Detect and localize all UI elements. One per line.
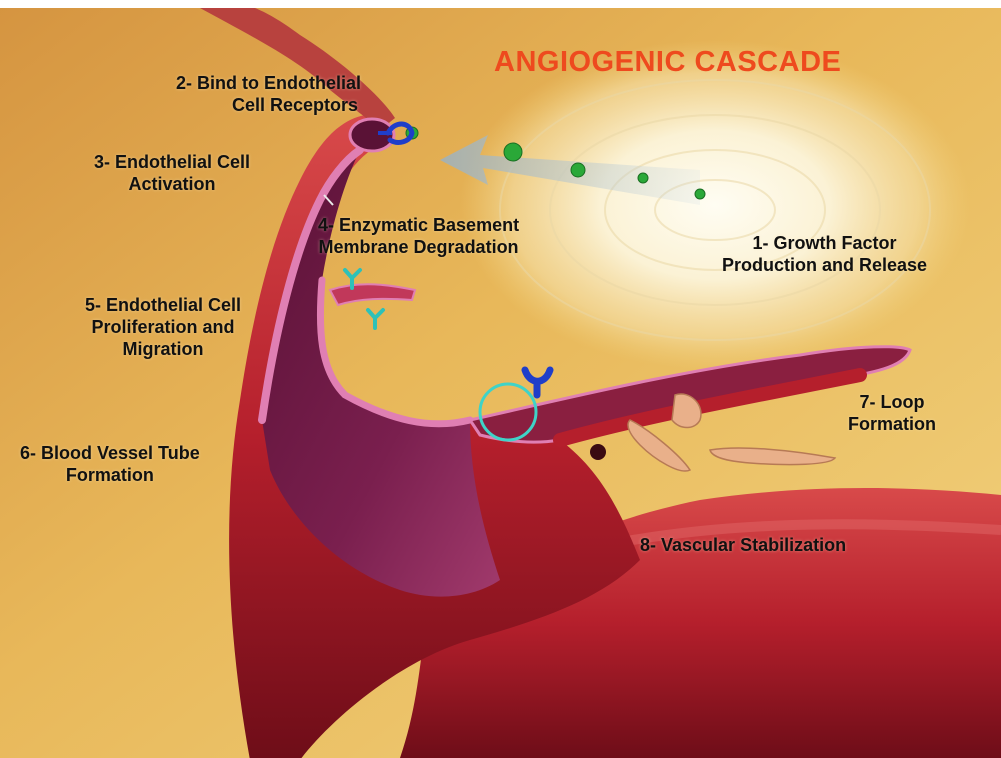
step-5-label: 5- Endothelial Cell Proliferation and Mi… [85, 294, 241, 360]
step-5-line-3: Migration [85, 338, 241, 360]
diagram-title: ANGIOGENIC CASCADE [494, 46, 841, 79]
step-3-line-2: Activation [94, 173, 250, 195]
step-5-line-2: Proliferation and [85, 316, 241, 338]
step-7-line-2: Formation [848, 413, 936, 435]
growth-factor-source-glow [460, 40, 970, 370]
step-2-label: 2- Bind to Endothelial Cell Receptors [176, 72, 361, 116]
step-6-label: 6- Blood Vessel Tube Formation [20, 442, 200, 486]
step-8-line-1: 8- Vascular Stabilization [640, 534, 846, 556]
step-7-label: 7- Loop Formation [848, 391, 936, 435]
step-3-label: 3- Endothelial Cell Activation [94, 151, 250, 195]
step-4-line-1: 4- Enzymatic Basement [318, 214, 519, 236]
step-1-line-2: Production and Release [722, 254, 927, 276]
step-4-label: 4- Enzymatic Basement Membrane Degradati… [318, 214, 519, 258]
step-2-line-2: Cell Receptors [176, 94, 361, 116]
step-1-line-1: 1- Growth Factor [722, 232, 927, 254]
step-5-line-1: 5- Endothelial Cell [85, 294, 241, 316]
top-border [0, 0, 1001, 8]
step-2-line-1: 2- Bind to Endothelial [176, 72, 361, 94]
step-3-line-1: 3- Endothelial Cell [94, 151, 250, 173]
step-8-label: 8- Vascular Stabilization [640, 534, 846, 556]
step-7-line-1: 7- Loop [848, 391, 936, 413]
step-6-line-1: 6- Blood Vessel Tube [20, 442, 200, 464]
step-6-line-2: Formation [20, 464, 200, 486]
step-1-label: 1- Growth Factor Production and Release [722, 232, 927, 276]
step-4-line-2: Membrane Degradation [318, 236, 519, 258]
